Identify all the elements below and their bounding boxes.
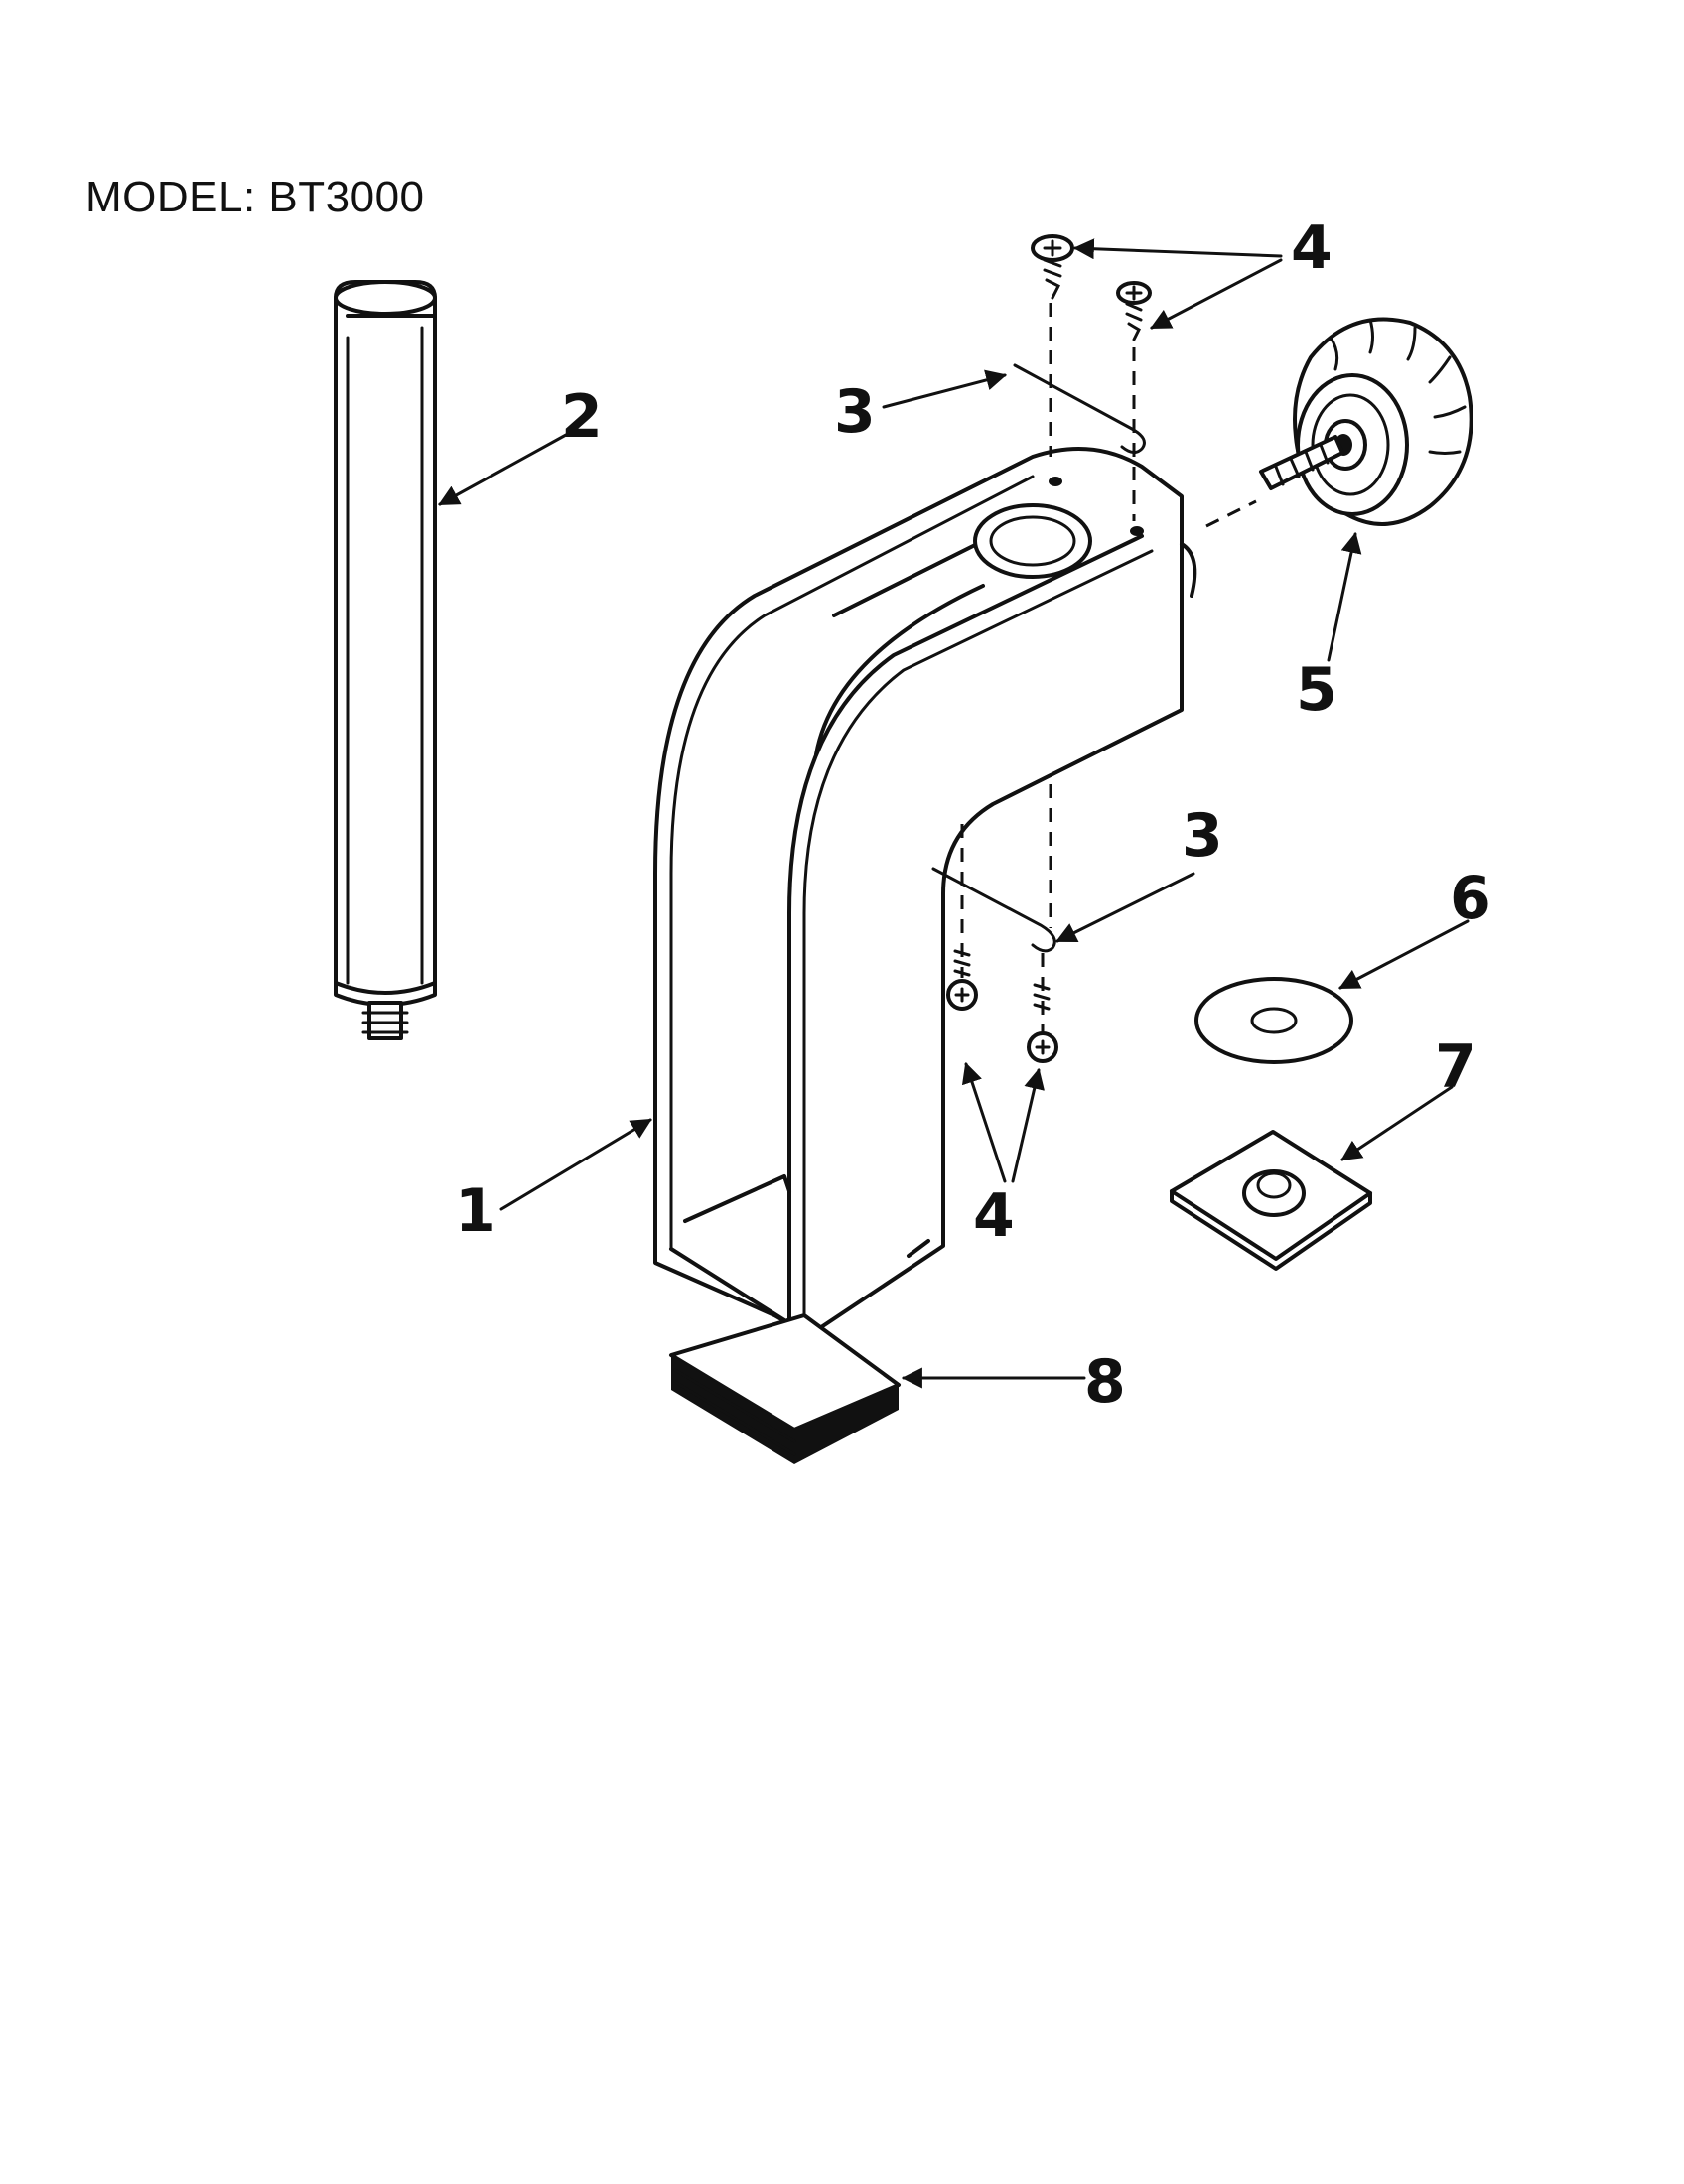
callout-4-top: 4 bbox=[1291, 213, 1333, 283]
leader-arrow-1 bbox=[499, 1118, 652, 1211]
leader-arrow-6 bbox=[1338, 919, 1470, 990]
clip-top-part bbox=[1013, 363, 1146, 454]
callout-5: 5 bbox=[1296, 655, 1337, 725]
leader-arrow-5 bbox=[1327, 531, 1362, 662]
leader-arrow-2 bbox=[438, 433, 568, 506]
leader-arrow-4-bottom-a bbox=[961, 1062, 1007, 1183]
bracket-part bbox=[653, 447, 1197, 1337]
leader-arrow-3-top bbox=[882, 369, 1008, 409]
leader-arrow-4-top-b bbox=[1150, 258, 1283, 330]
rod-part bbox=[334, 280, 437, 1040]
leader-arrow-3-bottom bbox=[1055, 872, 1195, 943]
leader-arrow-4-bottom-b bbox=[1011, 1067, 1045, 1183]
pad-part bbox=[669, 1313, 901, 1464]
washer-part bbox=[1194, 977, 1353, 1064]
screws-top-part bbox=[1031, 234, 1152, 341]
callout-7: 7 bbox=[1435, 1032, 1476, 1102]
callout-6: 6 bbox=[1450, 864, 1491, 933]
plate-part bbox=[1170, 1130, 1372, 1271]
callout-1: 1 bbox=[455, 1176, 496, 1246]
callout-3-top: 3 bbox=[834, 377, 876, 447]
callout-4-bottom: 4 bbox=[973, 1181, 1015, 1251]
clip-bottom-part bbox=[931, 867, 1056, 953]
model-label: MODEL: BT3000 bbox=[85, 173, 425, 221]
leader-arrow-4-top-a bbox=[1072, 238, 1283, 260]
leader-arrow-7 bbox=[1340, 1085, 1454, 1161]
callout-8: 8 bbox=[1084, 1347, 1126, 1417]
callout-3-bottom: 3 bbox=[1182, 801, 1223, 871]
knob-part bbox=[1259, 317, 1474, 526]
screws-bottom-part bbox=[946, 949, 1058, 1063]
alignment-line bbox=[1205, 499, 1257, 528]
callout-2: 2 bbox=[561, 382, 603, 452]
